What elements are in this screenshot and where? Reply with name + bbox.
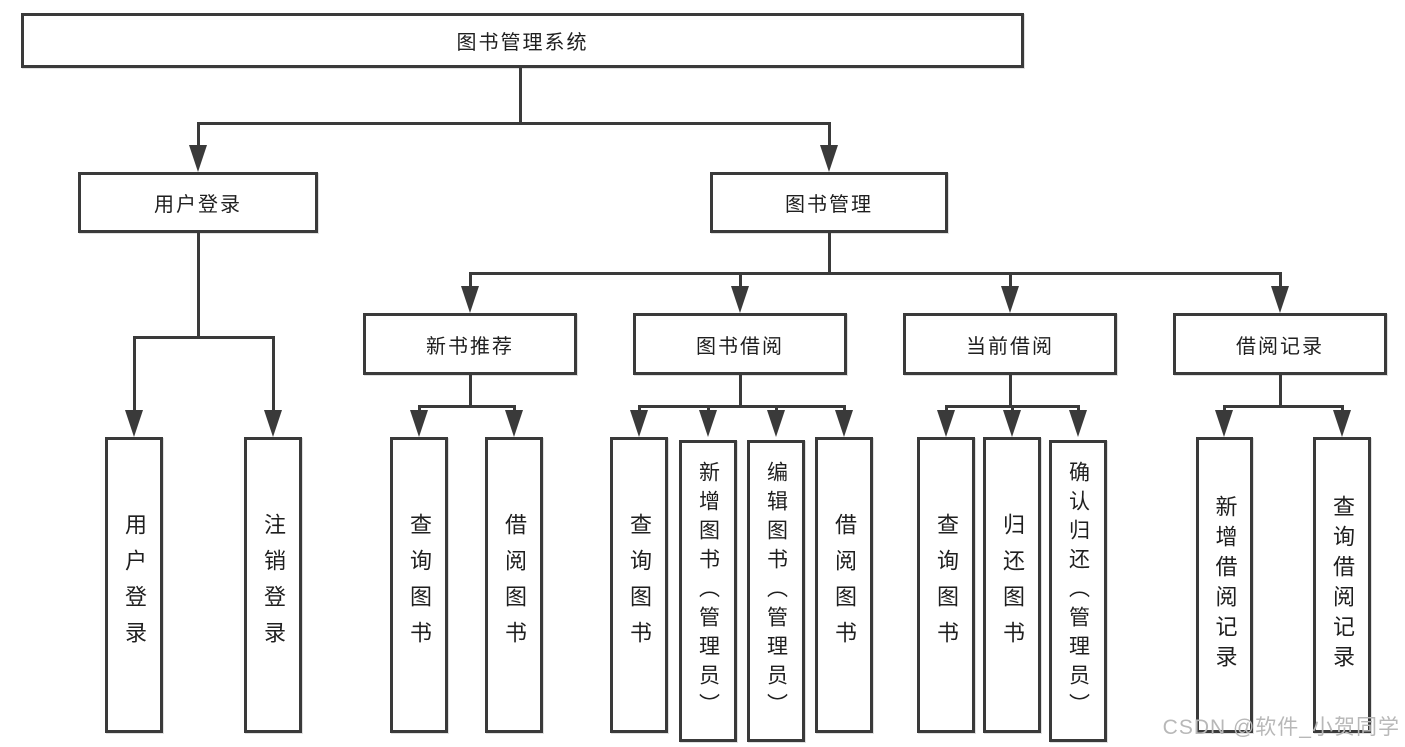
- leaf-label: 归还图书: [1000, 513, 1025, 657]
- connector-line: [828, 122, 831, 152]
- leaf-add-borrow-record: 新增借阅记录: [1196, 437, 1253, 733]
- arrowhead-down-icon: [189, 145, 207, 172]
- leaf-label: 查询借阅记录: [1330, 495, 1355, 675]
- leaf-edit-book-admin: 编辑图书（管理员）: [747, 440, 805, 742]
- leaf-label: 查询图书: [407, 513, 432, 657]
- leaf-label: 注销登录: [261, 513, 286, 657]
- leaf-query-books-current: 查询图书: [917, 437, 975, 733]
- leaf-label: 用户登录: [122, 513, 147, 657]
- arrowhead-down-icon: [1333, 410, 1351, 437]
- connector-line: [519, 68, 522, 122]
- connector-line: [197, 233, 200, 336]
- node-label: 图书借阅: [696, 335, 784, 358]
- leaf-logout: 注销登录: [244, 437, 302, 733]
- leaf-label: 确认归还（管理员）: [1066, 460, 1090, 722]
- arrowhead-down-icon: [937, 410, 955, 437]
- connector-line: [1279, 375, 1282, 405]
- connector-line: [1223, 405, 1344, 408]
- arrowhead-down-icon: [699, 410, 717, 437]
- connector-line: [469, 272, 1282, 275]
- connector-line: [828, 233, 831, 272]
- node-book-borrowing: 图书借阅: [633, 313, 847, 375]
- leaf-label: 编辑图书（管理员）: [764, 460, 788, 722]
- node-new-book-recommend: 新书推荐: [363, 313, 577, 375]
- connector-line: [469, 375, 472, 405]
- leaf-label: 查询图书: [627, 513, 652, 657]
- csdn-watermark: CSDN @软件_小贺同学: [1162, 716, 1400, 739]
- leaf-confirm-return-admin: 确认归还（管理员）: [1049, 440, 1107, 742]
- node-library-system: 图书管理系统: [21, 13, 1024, 68]
- connector-line: [775, 405, 778, 414]
- arrowhead-down-icon: [264, 410, 282, 437]
- connector-line: [1009, 272, 1012, 290]
- connector-line: [638, 405, 641, 414]
- node-label: 新书推荐: [426, 335, 514, 358]
- node-user-login: 用户登录: [78, 172, 318, 233]
- node-current-borrowing: 当前借阅: [903, 313, 1117, 375]
- arrowhead-down-icon: [461, 286, 479, 313]
- leaf-add-book-admin: 新增图书（管理员）: [679, 440, 737, 742]
- node-label: 图书管理系统: [456, 32, 589, 54]
- connector-line: [945, 405, 948, 414]
- arrowhead-down-icon: [630, 410, 648, 437]
- node-label: 图书管理: [785, 194, 873, 216]
- leaf-label: 借阅图书: [832, 513, 857, 657]
- leaf-query-borrow-record: 查询借阅记录: [1313, 437, 1371, 733]
- leaf-label: 新增借阅记录: [1212, 495, 1238, 675]
- arrowhead-down-icon: [1001, 286, 1019, 313]
- connector-line: [843, 405, 846, 414]
- connector-line: [197, 122, 831, 125]
- leaf-return-book: 归还图书: [983, 437, 1041, 733]
- node-label: 用户登录: [154, 194, 242, 216]
- node-book-management: 图书管理: [710, 172, 948, 233]
- connector-line: [739, 375, 742, 405]
- connector-line: [1009, 375, 1012, 405]
- arrowhead-down-icon: [767, 410, 785, 437]
- leaf-user-login: 用户登录: [105, 437, 163, 733]
- connector-line: [1341, 405, 1344, 414]
- arrowhead-down-icon: [505, 410, 523, 437]
- arrowhead-down-icon: [410, 410, 428, 437]
- leaf-query-books-borrowing: 查询图书: [610, 437, 668, 733]
- connector-line: [707, 405, 710, 414]
- connector-line: [469, 272, 472, 290]
- connector-line: [418, 405, 516, 408]
- leaf-borrow-books-borrowing: 借阅图书: [815, 437, 873, 733]
- connector-line: [1223, 405, 1226, 414]
- connector-line: [1279, 272, 1282, 290]
- connector-line: [513, 405, 516, 414]
- connector-line: [133, 336, 136, 412]
- leaf-label: 借阅图书: [502, 513, 527, 657]
- arrowhead-down-icon: [820, 145, 838, 172]
- arrowhead-down-icon: [1271, 286, 1289, 313]
- arrowhead-down-icon: [1003, 410, 1021, 437]
- connector-line: [1077, 405, 1080, 414]
- connector-line: [272, 336, 275, 412]
- leaf-label: 新增图书（管理员）: [696, 460, 720, 722]
- connector-line: [638, 405, 846, 408]
- arrowhead-down-icon: [835, 410, 853, 437]
- connector-line: [739, 272, 742, 290]
- connector-line: [133, 336, 275, 339]
- arrowhead-down-icon: [731, 286, 749, 313]
- connector-line: [418, 405, 421, 414]
- leaf-label: 查询图书: [934, 513, 959, 657]
- connector-line: [197, 122, 200, 152]
- node-label: 借阅记录: [1236, 335, 1324, 358]
- arrowhead-down-icon: [1215, 410, 1233, 437]
- node-borrow-records: 借阅记录: [1173, 313, 1387, 375]
- arrowhead-down-icon: [1069, 410, 1087, 437]
- leaf-query-books-recommend: 查询图书: [390, 437, 448, 733]
- arrowhead-down-icon: [125, 410, 143, 437]
- node-label: 当前借阅: [966, 335, 1054, 358]
- connector-line: [1011, 405, 1014, 414]
- leaf-borrow-books-recommend: 借阅图书: [485, 437, 543, 733]
